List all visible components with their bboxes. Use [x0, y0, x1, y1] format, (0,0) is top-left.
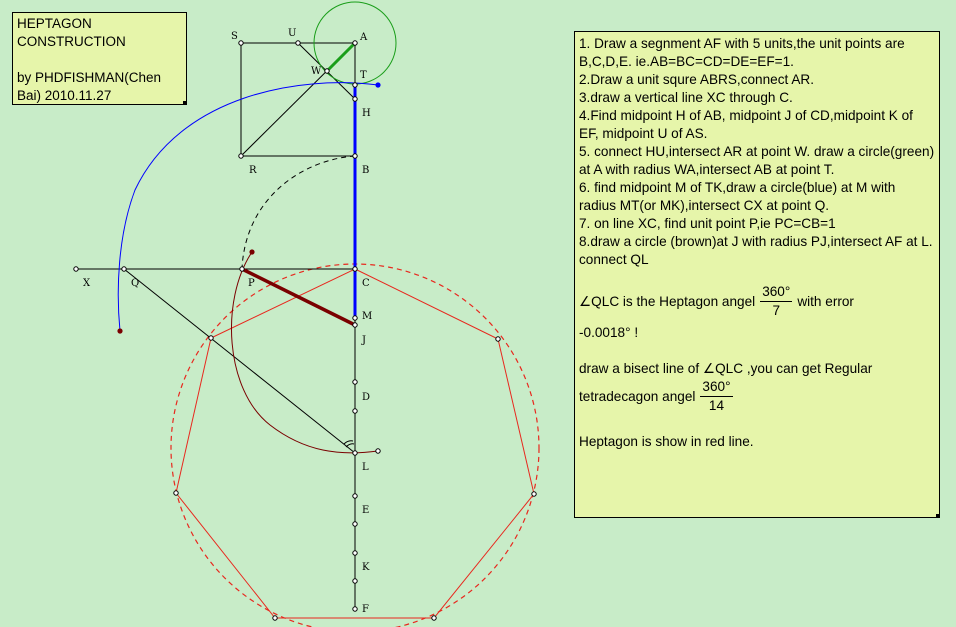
point-heptagon-5[interactable] [173, 490, 179, 496]
point-heptagon-3[interactable] [431, 615, 437, 621]
angle-mark [343, 440, 355, 448]
label-t: T [360, 70, 367, 81]
step-1: 1. Draw a segnment AF with 5 units,the u… [579, 36, 905, 69]
heptagon-angle-line: ∠QLC is the Heptagon angel 360° 7 with e… [579, 283, 935, 320]
label-w: W [311, 66, 322, 77]
label-a: A [359, 32, 368, 43]
point-blue-arc-start[interactable] [117, 328, 123, 334]
error-value: -0.0018° ! [579, 325, 639, 340]
dashed-arc [241, 155, 356, 270]
point-t[interactable] [352, 82, 358, 88]
point-l-arc-end[interactable] [375, 448, 381, 454]
label-q: Q [131, 278, 139, 289]
label-f: F [362, 604, 369, 615]
point-j[interactable] [352, 322, 358, 328]
point-x[interactable] [73, 266, 79, 272]
point-f[interactable] [352, 606, 358, 612]
resize-handle[interactable] [183, 101, 187, 105]
blue-arc [117, 82, 379, 332]
angle-prefix: ∠QLC is the Heptagon angel [579, 293, 756, 309]
label-s: S [231, 31, 238, 42]
point-k-2[interactable] [352, 578, 358, 584]
fraction-360-7: 360° 7 [760, 283, 793, 320]
fraction-denominator: 14 [708, 398, 725, 413]
points [73, 40, 537, 621]
angle-suffix: with error [797, 293, 854, 309]
segment-wa-green [325, 41, 357, 73]
label-j: J [361, 335, 366, 346]
step-8: 8.draw a circle (brown)at J with radius … [579, 234, 933, 267]
tetra-prefix: tetradecagon angel [579, 388, 696, 404]
circumcircle-dashed [170, 263, 540, 627]
segment-pm-brown [241, 267, 356, 327]
point-s[interactable] [238, 40, 244, 46]
step-2: 2.Draw a unit squre ABRS,connect AR. [579, 72, 814, 87]
point-c[interactable] [352, 266, 358, 272]
fraction-numerator: 360° [760, 283, 793, 302]
footer-note: Heptagon is show in red line. [579, 434, 754, 449]
label-l: L [362, 462, 369, 473]
point-u[interactable] [295, 40, 301, 46]
fraction-denominator: 7 [772, 303, 781, 318]
point-h[interactable] [352, 96, 358, 102]
label-m: M [362, 311, 372, 322]
point-p[interactable] [239, 266, 245, 272]
point-d-1[interactable] [352, 379, 358, 385]
point-l[interactable] [352, 450, 358, 456]
step-6: 6. find midpoint M of TK,draw a circle(b… [579, 180, 896, 213]
point-b[interactable] [352, 153, 358, 159]
label-r: R [249, 165, 257, 176]
label-e: E [362, 505, 369, 516]
title-line-1: HEPTAGON [17, 16, 92, 31]
point-d-2[interactable] [352, 408, 358, 414]
label-x: X [83, 278, 91, 289]
fraction-numerator: 360° [700, 378, 733, 397]
step-3: 3.draw a vertical line XC through C. [579, 90, 793, 105]
point-labels: S U A W T H R B X Q P C M J D L E K F [83, 28, 372, 615]
unit-square-abrs [240, 42, 356, 157]
step-5: 5. connect HU,intersect AR at point W. d… [579, 144, 935, 177]
instructions-panel: 1. Draw a segnment AF with 5 units,the u… [574, 31, 940, 518]
point-r[interactable] [238, 153, 244, 159]
label-b: B [362, 165, 369, 176]
label-u: U [288, 28, 296, 39]
resize-handle[interactable] [936, 514, 940, 518]
segment-ar [240, 42, 356, 157]
point-heptagon-4[interactable] [272, 615, 278, 621]
point-k[interactable] [352, 550, 358, 556]
label-c: C [362, 278, 370, 289]
label-p: P [248, 278, 255, 289]
segment-hu [297, 42, 356, 100]
point-q[interactable] [121, 266, 127, 272]
author-line-1: by PHDFISHMAN(Chen [17, 70, 162, 85]
point-e-2[interactable] [352, 521, 358, 527]
green-circle [313, 1, 397, 85]
title-line-3 [17, 51, 182, 69]
heptagon [175, 268, 535, 619]
step-4: 4.Find midpoint H of AB, midpoint J of C… [579, 108, 913, 141]
title-line-2: CONSTRUCTION [17, 34, 126, 49]
point-heptagon-1[interactable] [495, 336, 501, 342]
label-k: K [362, 562, 370, 573]
brown-arc [231, 251, 379, 454]
bisect-line: draw a bisect line of ∠QLC ,you can get … [579, 361, 873, 376]
point-heptagon-2[interactable] [531, 491, 537, 497]
step-7: 7. on line XC, find unit point P,ie PC=C… [579, 216, 836, 231]
point-brown-arc-start[interactable] [249, 249, 255, 255]
segment-ql [123, 268, 356, 454]
title-panel: HEPTAGON CONSTRUCTION by PHDFISHMAN(Chen… [12, 12, 187, 105]
fraction-360-14: 360° 14 [700, 378, 733, 415]
author-line-2: Bai) 2010.11.27 [17, 88, 112, 103]
point-e[interactable] [352, 493, 358, 499]
point-heptagon-6[interactable] [208, 335, 214, 341]
label-d: D [362, 392, 370, 403]
point-m[interactable] [352, 315, 358, 321]
label-h: H [362, 108, 371, 119]
point-a[interactable] [352, 40, 358, 46]
tetradecagon-line: tetradecagon angel 360° 14 [579, 378, 935, 415]
point-w[interactable] [324, 68, 330, 74]
point-blue-arc-end[interactable] [375, 82, 381, 88]
